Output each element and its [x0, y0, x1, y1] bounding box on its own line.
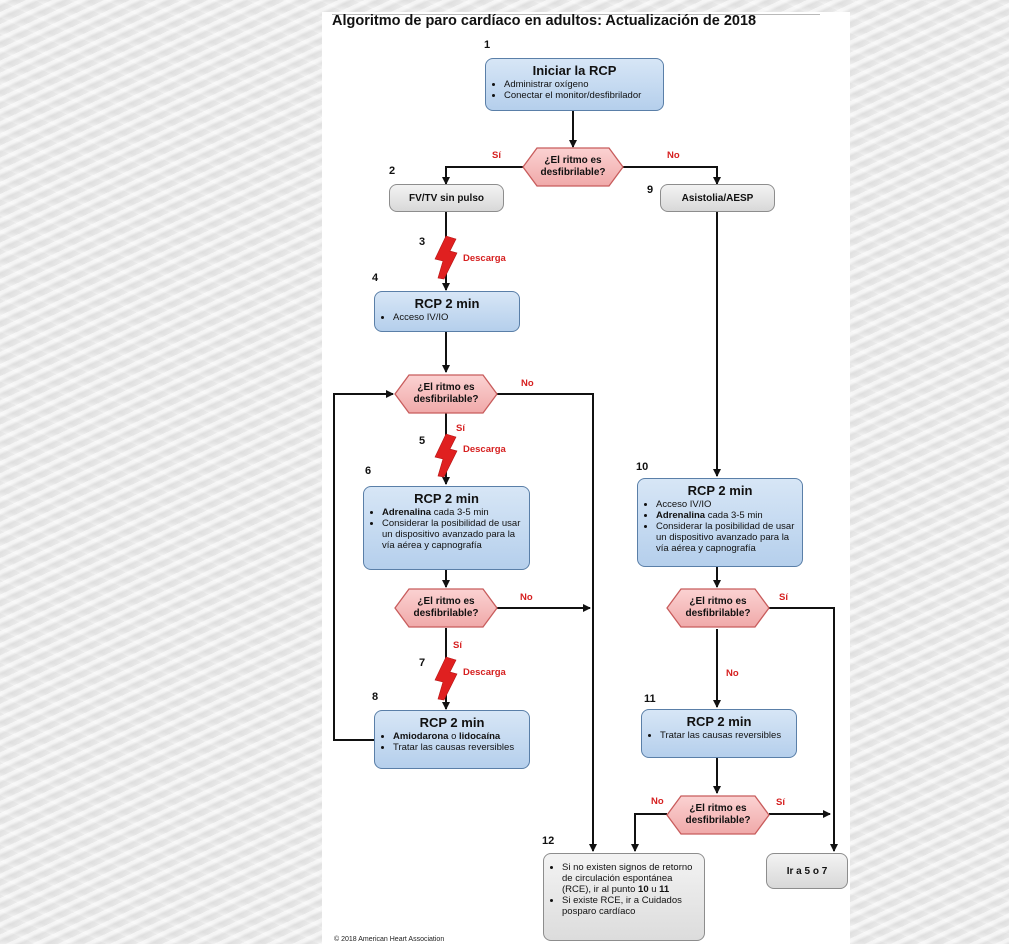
node-cpr-4: RCP 2 min Acceso IV/IO [374, 291, 520, 332]
node-outcome-12-item-1: Si no existen signos de retorno de circu… [562, 862, 698, 895]
node-cpr-10-title: RCP 2 min [687, 483, 753, 498]
node-cpr-8-item-1: Amiodarona o lidocaína [393, 731, 529, 742]
decision-a-line-2: desfibrilable? [540, 167, 606, 178]
decision-c-line-2: desfibrilable? [413, 608, 479, 619]
node-asystole-pea: Asistolia/AESP [660, 184, 775, 212]
node-cpr-6-item-1: Adrenalina cada 3-5 min [382, 507, 529, 518]
node-number-5: 5 [419, 435, 426, 447]
node-cpr-4-title: RCP 2 min [414, 296, 480, 311]
decision-e-shape [666, 795, 770, 835]
top-rule [332, 14, 820, 15]
label-no-e: No [651, 796, 664, 807]
decision-b-line-1: ¿El ritmo es [417, 382, 475, 393]
node-vf-vt: FV/TV sin pulso [389, 184, 504, 212]
node-cpr-4-item-1: Acceso IV/IO [393, 312, 519, 323]
node-start-cpr-item-2: Conectar el monitor/desfibrilador [504, 90, 663, 101]
node-outcome-12-ref-11: 11 [659, 884, 670, 895]
shock-bolt-3 [434, 235, 458, 280]
decision-c-line-1: ¿El ritmo es [417, 596, 475, 607]
copyright-notice: © 2018 American Heart Association [334, 936, 445, 943]
node-cpr-10-item-2-rest: cada 3-5 min [705, 510, 763, 521]
node-cpr-6-title: RCP 2 min [414, 491, 479, 506]
page-title: Algoritmo de paro cardíaco en adultos: A… [332, 13, 757, 29]
decision-b-text: ¿El ritmo es desfibrilable? [403, 382, 489, 406]
node-start-cpr: Iniciar la RCP Administrar oxígeno Conec… [485, 58, 664, 111]
label-shock-3: Descarga [463, 253, 506, 264]
node-cpr-10: RCP 2 min Acceso IV/IO Adrenalina cada 3… [637, 478, 803, 567]
node-cpr-11-item-1: Tratar las causas reversibles [660, 730, 796, 741]
label-yes-b: Sí [456, 423, 465, 434]
decision-a-shape [522, 147, 624, 187]
node-cpr-11-title: RCP 2 min [686, 714, 752, 729]
label-yes-c: Sí [453, 640, 462, 651]
label-shock-5: Descarga [463, 444, 506, 455]
decision-e-line-1: ¿El ritmo es [689, 803, 747, 814]
decision-a-text: ¿El ritmo es desfibrilable? [530, 155, 616, 179]
node-cpr-8: RCP 2 min Amiodarona o lidocaína Tratar … [374, 710, 530, 769]
node-start-cpr-title: Iniciar la RCP [532, 63, 617, 78]
node-cpr-8-amiodarone: Amiodarona [393, 731, 449, 742]
node-cpr-6-item-2: Considerar la posibilidad de usar un dis… [382, 518, 529, 551]
decision-c-text: ¿El ritmo es desfibrilable? [403, 596, 489, 620]
node-number-9: 9 [647, 184, 654, 196]
node-cpr-8-or: o [448, 731, 459, 742]
node-cpr-10-item-1: Acceso IV/IO [656, 499, 802, 510]
node-cpr-11: RCP 2 min Tratar las causas reversibles [641, 709, 797, 758]
node-number-8: 8 [372, 691, 379, 703]
decision-d-line-1: ¿El ritmo es [689, 596, 747, 607]
node-number-1: 1 [484, 39, 491, 51]
decision-d-shape [666, 588, 770, 628]
node-outcome-12-text-c: u [648, 884, 660, 895]
node-goto-5-or-7: Ir a 5 o 7 [766, 853, 848, 889]
node-outcome-12: Si no existen signos de retorno de circu… [543, 853, 705, 941]
node-cpr-10-item-2: Adrenalina cada 3-5 min [656, 510, 802, 521]
label-no-a: No [667, 150, 680, 161]
node-number-7: 7 [419, 657, 426, 669]
node-start-cpr-item-1: Administrar oxígeno [504, 79, 663, 90]
node-number-4: 4 [372, 272, 379, 284]
node-number-6: 6 [365, 465, 372, 477]
label-no-c: No [520, 592, 533, 603]
decision-d-text: ¿El ritmo es desfibrilable? [675, 596, 761, 620]
node-cpr-8-item-2: Tratar las causas reversibles [393, 742, 529, 753]
shock-bolt-5 [434, 433, 458, 478]
node-outcome-12-ref-10: 10 [638, 884, 649, 895]
decision-a-line-1: ¿El ritmo es [544, 155, 602, 166]
node-cpr-8-title: RCP 2 min [419, 715, 485, 730]
decision-b-line-2: desfibrilable? [413, 394, 479, 405]
decision-e-text: ¿El ritmo es desfibrilable? [675, 803, 761, 827]
node-cpr-10-item-2-bold: Adrenalina [656, 510, 706, 521]
label-yes-d: Sí [779, 592, 788, 603]
shock-bolt-7 [434, 656, 458, 701]
label-yes-e: Sí [776, 797, 785, 808]
node-number-10: 10 [636, 461, 649, 473]
label-yes-a: Sí [492, 150, 501, 161]
node-cpr-8-lidocaine: lidocaína [459, 731, 501, 742]
node-outcome-12-text-a: Si no existen signos de retorno de circu… [562, 862, 693, 895]
node-cpr-6: RCP 2 min Adrenalina cada 3-5 min Consid… [363, 486, 530, 570]
node-cpr-10-item-3: Considerar la posibilidad de usar un dis… [656, 521, 802, 554]
node-number-3: 3 [419, 236, 426, 248]
node-outcome-12-item-2: Si existe RCE, ir a Cuidados posparo car… [562, 895, 698, 917]
node-number-11: 11 [644, 693, 656, 705]
label-no-b: No [521, 378, 534, 389]
label-shock-7: Descarga [463, 667, 506, 678]
node-cpr-6-item-1-rest: cada 3-5 min [431, 507, 489, 518]
decision-b-shape [394, 374, 498, 414]
node-cpr-6-item-1-bold: Adrenalina [382, 507, 432, 518]
node-number-12: 12 [542, 835, 555, 847]
decision-d-line-2: desfibrilable? [685, 608, 751, 619]
decision-c-shape [394, 588, 498, 628]
node-number-2: 2 [389, 165, 396, 177]
decision-e-line-2: desfibrilable? [685, 815, 751, 826]
label-no-d: No [726, 668, 739, 679]
